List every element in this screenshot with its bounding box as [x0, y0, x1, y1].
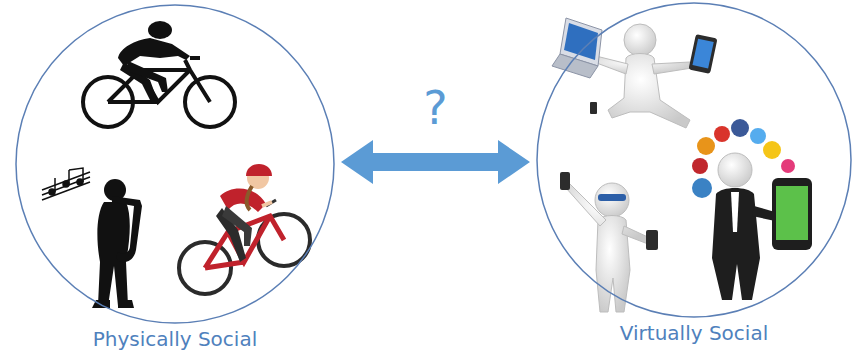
figure-with-devices — [552, 18, 718, 128]
circle-caption: Virtually Social — [620, 321, 768, 345]
social-icons — [692, 119, 795, 198]
cyclist-body — [118, 21, 190, 104]
music-notes — [42, 168, 90, 200]
red-bicycle-frame — [205, 200, 284, 268]
red-cyclist-rider — [216, 164, 272, 262]
circle-outline — [15, 4, 335, 324]
saxophone-player — [92, 179, 142, 308]
circle-node: Physically Social — [15, 4, 335, 324]
selfie-figure — [560, 172, 658, 312]
circle-node: Virtually Social — [536, 2, 852, 318]
double-arrow — [341, 140, 530, 184]
circle-caption: Physically Social — [93, 327, 257, 351]
circle-outline — [536, 2, 852, 318]
question-mark: ? — [423, 82, 447, 134]
cyclist-silhouette — [83, 58, 235, 127]
